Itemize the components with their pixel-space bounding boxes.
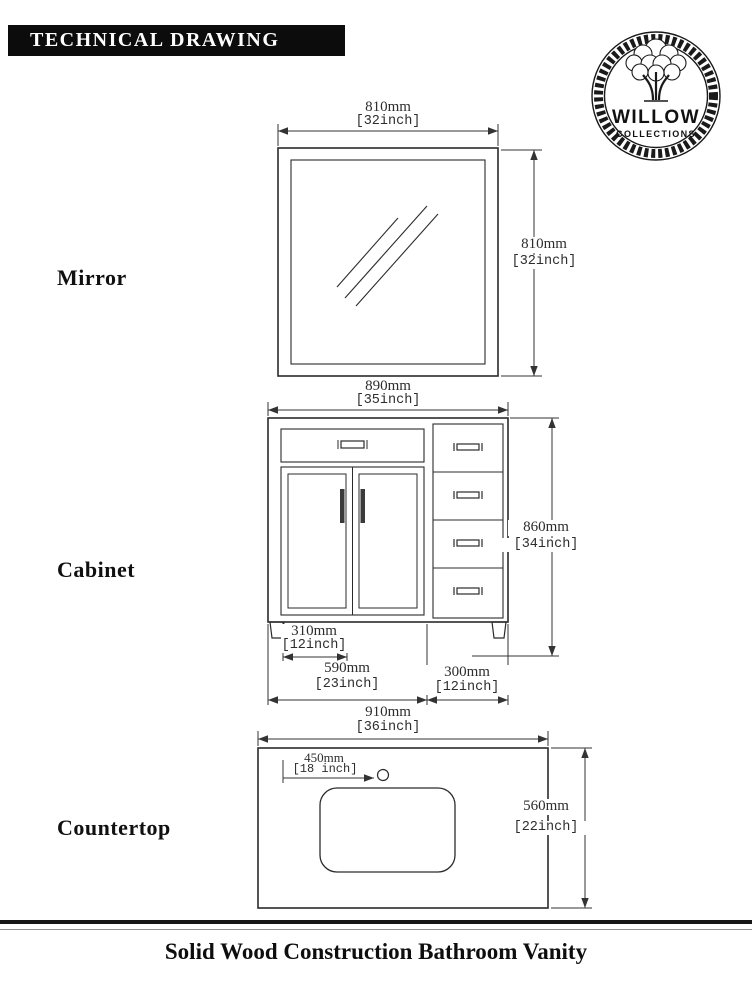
cabinet-width-mm: 890mm — [338, 378, 438, 395]
countertop-depth-inch: [22inch] — [502, 820, 590, 836]
mirror-width-mm: 810mm — [338, 99, 438, 116]
countertop-width-mm: 910mm — [338, 704, 438, 721]
mirror-drawing — [277, 124, 542, 377]
countertop-depth-mm: 560mm — [508, 798, 584, 815]
cabinet-width-dim — [267, 402, 509, 416]
mirror-width-inch: [32inch] — [334, 114, 442, 130]
countertop-faucet-dim — [282, 760, 374, 783]
cabinet-left-offset-inch: [12inch] — [276, 638, 352, 654]
cabinet-drawing — [267, 402, 559, 705]
countertop-faucet-offset-mm: 450mm — [291, 751, 357, 765]
cabinet-width-inch: [35inch] — [334, 393, 442, 409]
countertop-width-inch: [36inch] — [334, 720, 442, 736]
product-title: Solid Wood Construction Bathroom Vanity — [164, 939, 588, 964]
drawer-handles — [453, 443, 483, 595]
tree-icon — [625, 38, 687, 102]
cabinet-height-mm: 860mm — [508, 519, 584, 536]
cabinet-bottom-dims — [267, 624, 509, 705]
cabinet-left-offset-mm: 310mm — [281, 623, 347, 640]
cabinet-height-dim — [472, 417, 559, 657]
cabinet-drawer-section-mm: 300mm — [425, 664, 509, 681]
logo-brand-text: WILLOW — [612, 107, 700, 128]
mirror-height-mm: 810mm — [506, 236, 582, 253]
countertop-faucet-offset-inch: [18 inch] — [287, 763, 363, 776]
willow-logo: WILLOW COLLECTIONS — [591, 31, 721, 161]
mirror-height-inch: [32inch] — [500, 254, 588, 270]
cabinet-door-section-mm: 590mm — [305, 660, 389, 677]
footer-rule-thick — [0, 920, 752, 924]
cabinet-label: Cabinet — [57, 557, 136, 582]
mirror-width-dim — [277, 124, 499, 146]
countertop-width-dim — [257, 731, 549, 746]
mirror-label: Mirror — [57, 265, 127, 290]
cabinet-drawer-section-inch: [12inch] — [421, 680, 513, 696]
countertop-drawing — [257, 731, 592, 909]
page-title: TECHNICAL DRAWING — [8, 25, 345, 56]
cabinet-door-section-inch: [23inch] — [301, 677, 393, 693]
footer-rule-thin — [0, 929, 752, 930]
countertop-label: Countertop — [57, 815, 171, 840]
cabinet-height-inch: [34inch] — [502, 537, 590, 553]
logo-subbrand-text: COLLECTIONS — [616, 129, 696, 139]
